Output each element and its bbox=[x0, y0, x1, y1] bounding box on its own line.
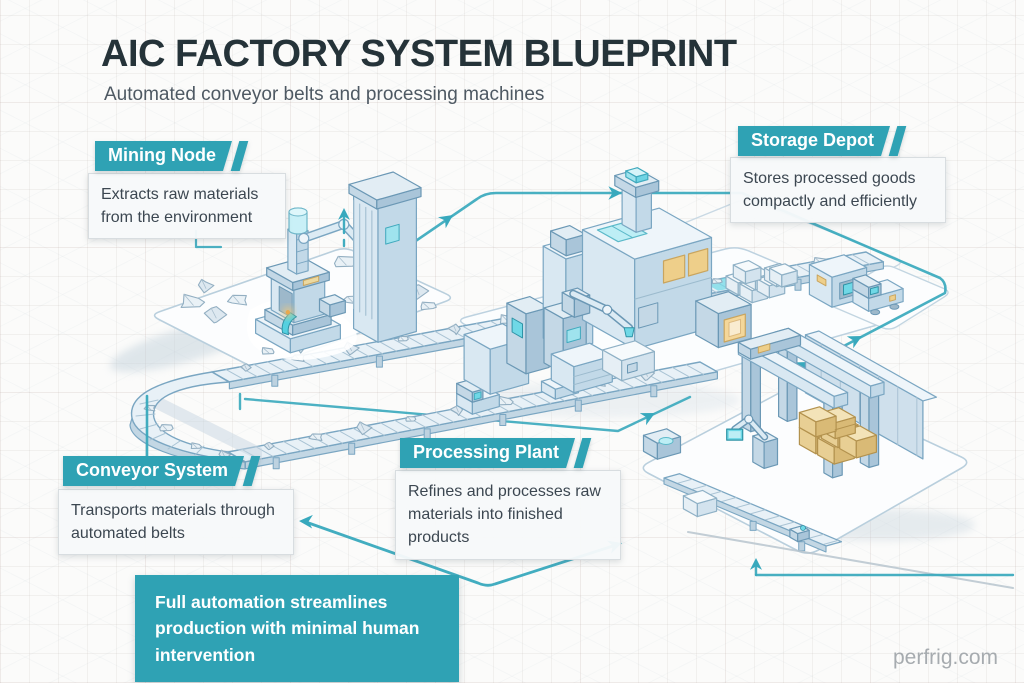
page-subtitle: Automated conveyor belts and processing … bbox=[104, 84, 545, 105]
callout-panel-storage-depot: Stores processed goods compactly and eff… bbox=[730, 157, 946, 224]
watermark: perfrig.com bbox=[892, 646, 998, 669]
callout-tab-mining-node-label: Mining Node bbox=[95, 141, 232, 171]
mining-node-art bbox=[180, 207, 437, 360]
callout-panel-mining-node: Extracts raw materials from the environm… bbox=[88, 173, 286, 240]
callout-tab-processing-plant: Processing Plant bbox=[400, 438, 592, 468]
callout-tab-mining-node: Mining Node bbox=[95, 141, 249, 171]
automation-summary-note: Full automation streamlines production w… bbox=[135, 575, 459, 682]
callout-tab-processing-plant-label: Processing Plant bbox=[400, 438, 575, 468]
callout-tab-conveyor-system: Conveyor System bbox=[63, 456, 261, 486]
service-vehicle-art bbox=[852, 274, 904, 316]
processing-plant-art bbox=[348, 167, 868, 395]
callout-tab-storage-depot-label: Storage Depot bbox=[738, 126, 890, 156]
callout-panel-conveyor-system: Transports materials through automated b… bbox=[58, 489, 294, 556]
storage-depot-art bbox=[642, 327, 938, 553]
callout-tab-conveyor-system-label: Conveyor System bbox=[63, 456, 244, 486]
callout-panel-processing-plant: Refines and processes raw materials into… bbox=[395, 470, 621, 560]
flow-lines-front bbox=[145, 208, 1015, 589]
page-title: AIC FACTORY SYSTEM BLUEPRINT bbox=[101, 33, 737, 75]
callout-tab-storage-depot: Storage Depot bbox=[738, 126, 907, 156]
